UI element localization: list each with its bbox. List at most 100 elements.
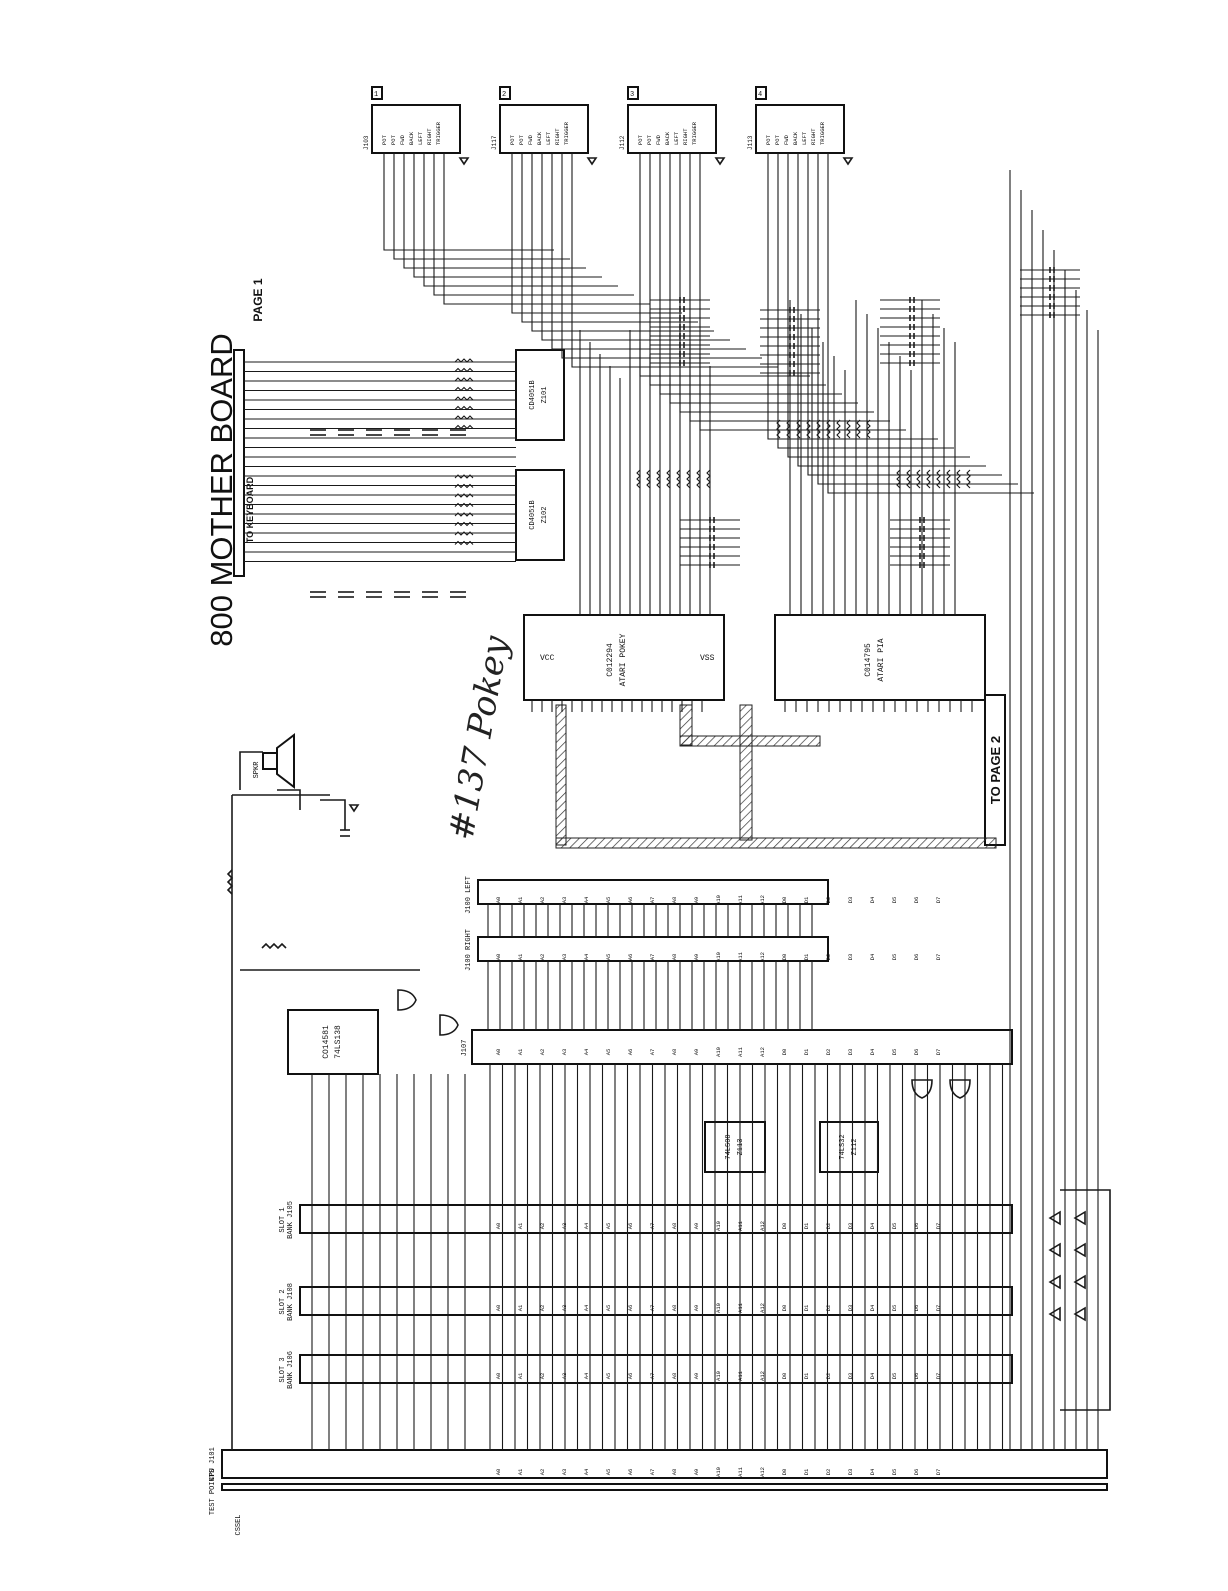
controller-pin-label: FWD xyxy=(655,134,662,145)
pin-label: A7 xyxy=(649,954,656,961)
pin-label: A7 xyxy=(649,1305,656,1312)
pin-label: A11 xyxy=(737,951,744,962)
j100-right-connector: J100 RIGHT xyxy=(465,929,829,971)
j100-left-connector: J100 LEFT xyxy=(465,876,829,914)
mux1-part: CD4051B xyxy=(529,380,537,409)
pin-label: A0 xyxy=(495,1305,502,1312)
ttl-chip-z113: 74LS08 Z113 xyxy=(704,1121,766,1173)
pin-label: D4 xyxy=(869,1372,876,1379)
controller-pin-label: FWD xyxy=(399,134,406,145)
slot-1-connector: BANK J105 SLOT 1 xyxy=(279,1201,1013,1239)
pin-label: D2 xyxy=(825,1373,832,1380)
pin-label: D0 xyxy=(781,954,788,961)
mux1-ref: Z101 xyxy=(541,387,549,404)
pin-label: A8 xyxy=(671,1469,678,1476)
pin-label: D0 xyxy=(781,897,788,904)
pin-label: A12 xyxy=(759,1303,766,1313)
pin-label: A6 xyxy=(627,1223,634,1230)
pin-label: A4 xyxy=(583,1304,590,1311)
pin-label: A0 xyxy=(495,954,502,961)
controller-pin-label: RIGHT xyxy=(426,128,433,145)
decoder-part: CO14581 xyxy=(322,1025,331,1059)
j107-connector: J107 xyxy=(461,1029,1013,1065)
controller-pin-label: BACK xyxy=(536,131,543,145)
keyboard-connector: TO KEYBOARD xyxy=(233,349,255,577)
slot-3-sub: SLOT 3 xyxy=(279,1357,287,1382)
pin-label: A12 xyxy=(759,1047,766,1057)
pin-label: D1 xyxy=(803,1468,810,1475)
pin-label: A9 xyxy=(693,1373,700,1380)
slot-2-connector: BANK J108 SLOT 2 xyxy=(279,1283,1013,1321)
pokey-vcc: VCC xyxy=(540,654,555,663)
pin-label: D6 xyxy=(913,897,920,904)
pin-label: D4 xyxy=(869,1222,876,1229)
pin-label: D1 xyxy=(803,1304,810,1311)
pin-label: A6 xyxy=(627,897,634,904)
j100-right-label: J100 RIGHT xyxy=(465,929,473,971)
test-points-bar: TEST POINTS CSSEL xyxy=(209,1469,1108,1536)
pin-label: A6 xyxy=(627,1373,634,1380)
pia-part: C014795 xyxy=(864,643,873,677)
controller-jack-ref: J112 xyxy=(619,135,626,150)
pin-label: D3 xyxy=(847,1469,854,1476)
pin-label: A3 xyxy=(561,1469,568,1476)
pia-name: ATARI PIA xyxy=(877,638,886,681)
pin-label: A1 xyxy=(517,1468,524,1475)
pin-label: A7 xyxy=(649,1373,656,1380)
pin-label: A11 xyxy=(737,894,744,905)
controller-jack-ref: J117 xyxy=(491,135,498,150)
pin-label: D0 xyxy=(781,1305,788,1312)
pin-label: A11 xyxy=(737,1370,744,1381)
pin-label: D1 xyxy=(803,1222,810,1229)
pin-label: A2 xyxy=(539,954,546,961)
pin-label: A11 xyxy=(737,1302,744,1313)
pin-label: D4 xyxy=(869,1304,876,1311)
controller-pin-label: POT xyxy=(646,134,653,145)
slot-2-name: BANK J108 xyxy=(287,1283,295,1321)
pin-label: A4 xyxy=(583,953,590,960)
pin-label: D5 xyxy=(891,1223,898,1230)
pin-label: D2 xyxy=(825,897,832,904)
slot-3-connector: BANK J106 SLOT 3 xyxy=(279,1351,1013,1389)
handwritten-note: #137 Pokey xyxy=(442,632,517,843)
pin-label: A7 xyxy=(649,1469,656,1476)
pin-label: D3 xyxy=(847,1373,854,1380)
controller-pin-label: POT xyxy=(381,134,388,145)
pin-label: A9 xyxy=(693,1305,700,1312)
decoder-name: 74LS138 xyxy=(334,1025,343,1059)
pin-label: A5 xyxy=(605,1305,612,1312)
pin-label: D5 xyxy=(891,1049,898,1056)
keyboard-label: TO KEYBOARD xyxy=(245,476,255,543)
slot-2-sub: SLOT 2 xyxy=(279,1289,287,1314)
pin-label: D1 xyxy=(803,953,810,960)
pin-label: D1 xyxy=(803,1372,810,1379)
pin-label: A6 xyxy=(627,1469,634,1476)
pin-label: A4 xyxy=(583,1048,590,1055)
pin-label: A10 xyxy=(715,895,722,905)
pin-label: A3 xyxy=(561,1373,568,1380)
pin-label: A8 xyxy=(671,897,678,904)
pin-label: A5 xyxy=(605,1373,612,1380)
slot-1-name: BANK J105 xyxy=(287,1201,295,1239)
controller-pin-label: POT xyxy=(518,134,525,145)
capacitor-arrays xyxy=(310,267,1080,837)
pin-label: A12 xyxy=(759,952,766,962)
pin-label: A5 xyxy=(605,1469,612,1476)
pokey-chip: C012294 ATARI POKEY VCC VSS xyxy=(523,614,725,701)
pin-label: A6 xyxy=(627,1305,634,1312)
pin-label: D4 xyxy=(869,953,876,960)
pin-label: A1 xyxy=(517,1048,524,1055)
page-label: PAGE 1 xyxy=(251,278,265,321)
pin-label: A9 xyxy=(693,897,700,904)
pin-label: A9 xyxy=(693,1223,700,1230)
pin-label: D4 xyxy=(869,1468,876,1475)
controller-pin-label: TRIGGER xyxy=(435,121,442,145)
pin-label: A11 xyxy=(737,1466,744,1477)
pin-label: D5 xyxy=(891,1469,898,1476)
pin-label: A5 xyxy=(605,1049,612,1056)
pin-label: A4 xyxy=(583,1468,590,1475)
pin-label: A5 xyxy=(605,1223,612,1230)
hatched-data-bus xyxy=(555,704,997,849)
pin-label: D2 xyxy=(825,1305,832,1312)
